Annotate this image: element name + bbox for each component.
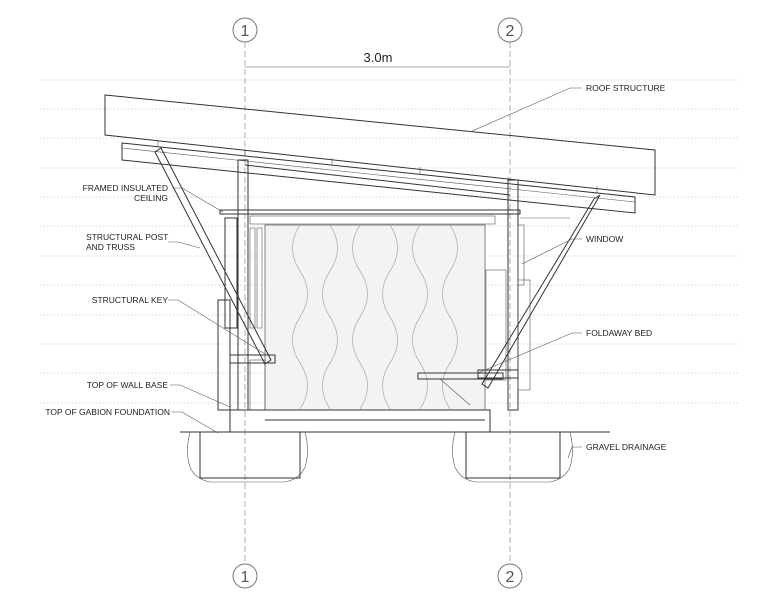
grid-label-top: 2 <box>506 23 515 40</box>
label-top-of-gabion-foundation: TOP OF GABION FOUNDATION <box>45 407 170 417</box>
grid-label-bottom: 1 <box>241 569 250 586</box>
dimension-line: 3.0m <box>245 50 510 68</box>
gabion-foundation-right <box>465 431 561 479</box>
grid-label-bottom: 2 <box>506 569 515 586</box>
label-framed-insulated-ceiling-1: FRAMED INSULATED <box>83 183 168 193</box>
label-structural-post-1: STRUCTURAL POST <box>86 232 168 242</box>
interior-wall <box>264 224 486 411</box>
label-structural-key: STRUCTURAL KEY <box>92 295 169 305</box>
ground <box>180 431 610 483</box>
grid-axis-2: 2 2 <box>497 17 523 589</box>
dimension-label: 3.0m <box>364 50 393 65</box>
roof <box>104 94 656 214</box>
label-structural-post-2: AND TRUSS <box>86 242 135 252</box>
ceiling <box>219 209 570 225</box>
label-gravel-drainage: GRAVEL DRAINAGE <box>586 442 667 452</box>
label-top-of-wall-base: TOP OF WALL BASE <box>87 380 169 390</box>
grid-label-top: 1 <box>241 23 250 40</box>
label-window: WINDOW <box>586 234 623 244</box>
leader-lines <box>168 87 582 459</box>
floor-slab <box>229 409 491 433</box>
gabion-foundation-left <box>199 431 301 479</box>
left-wall <box>154 147 276 411</box>
right-wall <box>417 179 601 411</box>
label-roof-structure: ROOF STRUCTURE <box>586 83 666 93</box>
label-framed-insulated-ceiling-2: CEILING <box>134 193 168 203</box>
label-foldaway-bed: FOLDAWAY BED <box>586 328 652 338</box>
grid-axis-1: 1 1 <box>232 17 258 589</box>
